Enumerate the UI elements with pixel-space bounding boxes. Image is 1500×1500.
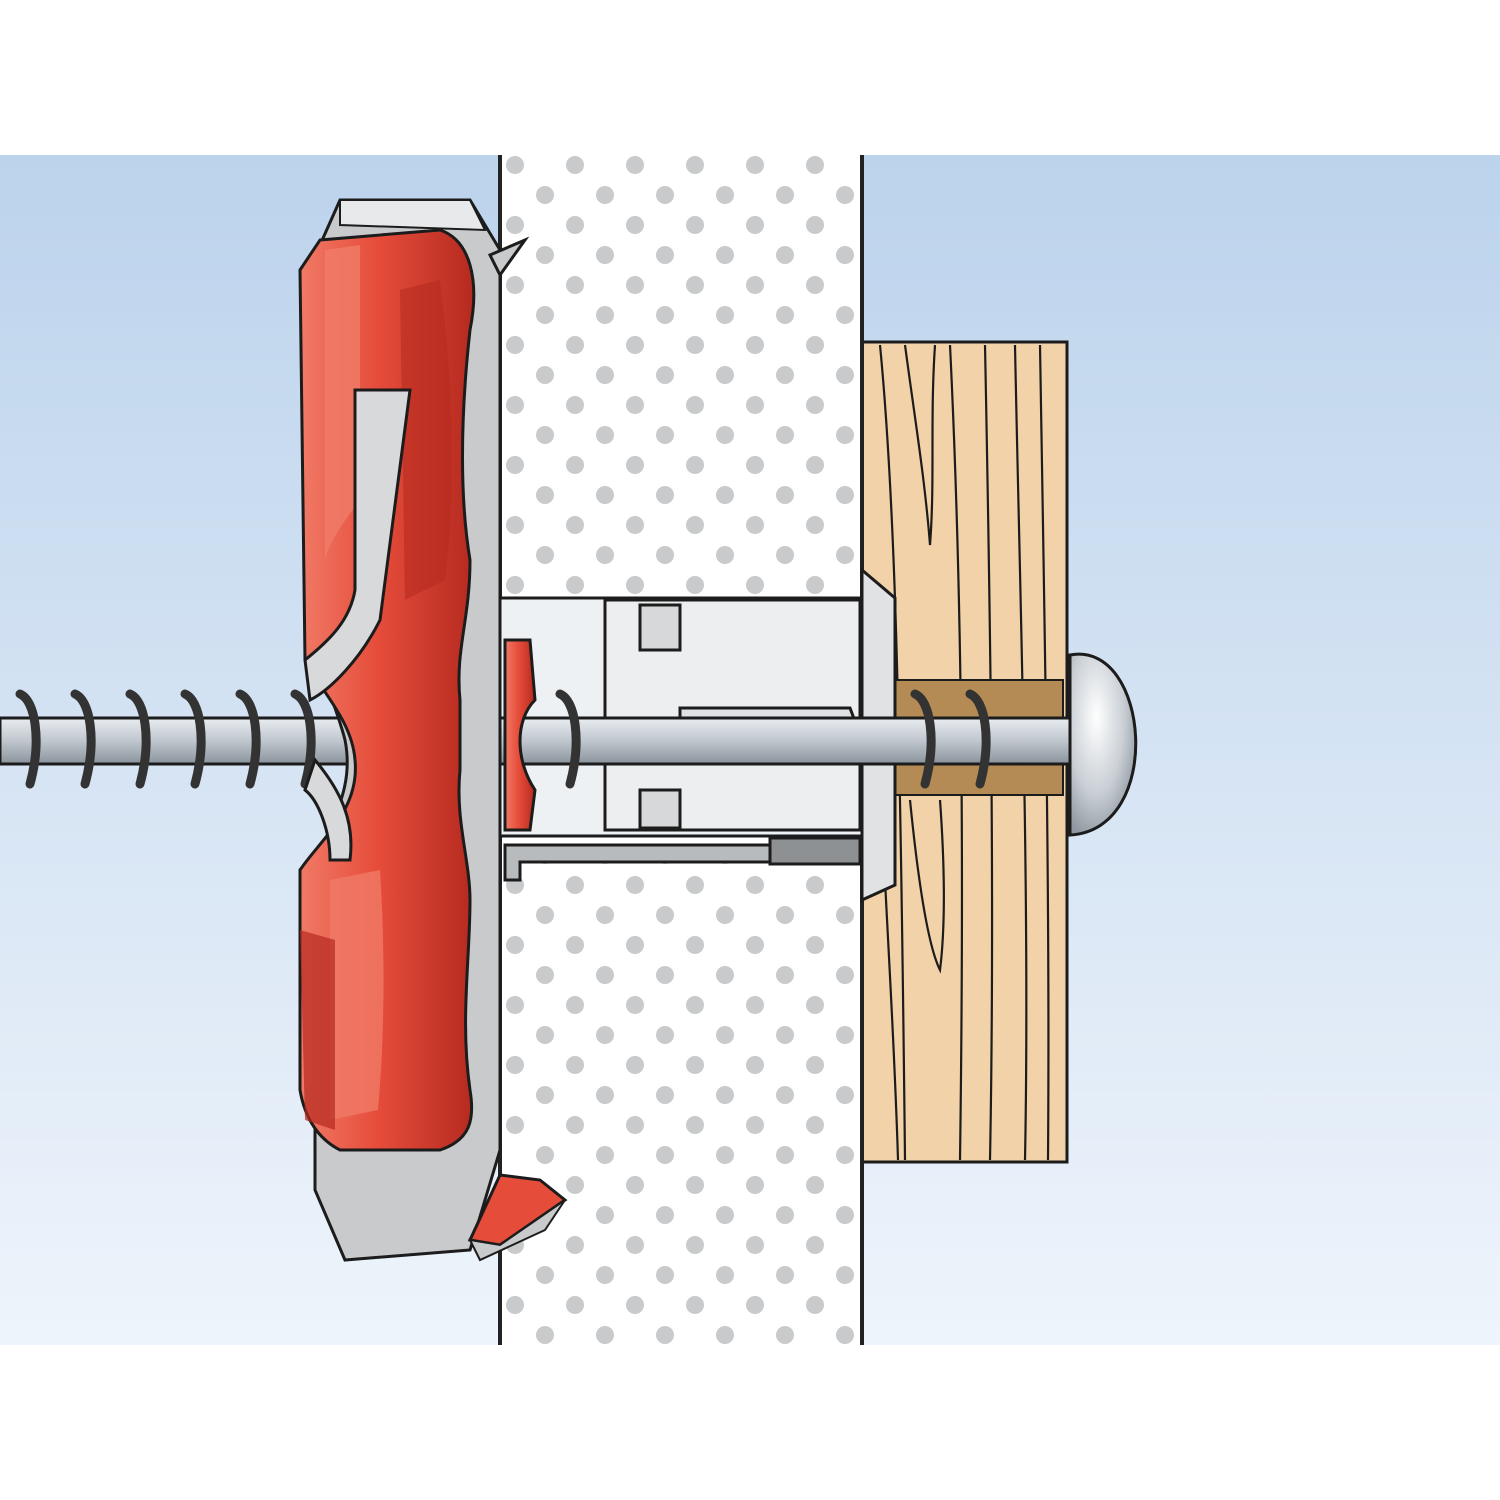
screw-thread (15, 689, 991, 789)
screw-icon (0, 652, 1138, 837)
screw-shaft (0, 716, 1072, 766)
plug-slot (303, 388, 412, 703)
plug-top-barb (487, 236, 530, 278)
screw-head (1068, 652, 1138, 837)
plug-inner-tab (503, 638, 537, 832)
fixing-plug-icon (298, 198, 568, 1262)
